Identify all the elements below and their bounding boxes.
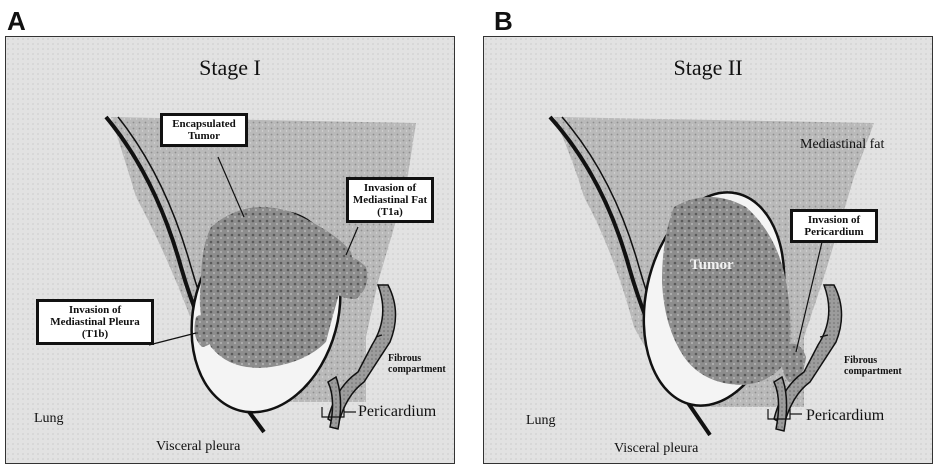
panel-b: Stage II Mediastinal fat Invasion of Per… xyxy=(483,36,933,464)
stage-title: Stage I xyxy=(6,55,454,81)
label-lung: Lung xyxy=(34,411,64,427)
panel-letter-b: B xyxy=(494,8,513,34)
stage-ii-illustration xyxy=(484,37,933,464)
callout-text: Encapsulated Tumor xyxy=(172,118,236,142)
panel-a: Stage I Encapsulated Tumor Invasion of M… xyxy=(5,36,455,464)
callout-text: Invasion of Mediastinal Fat (T1a) xyxy=(353,182,427,218)
panel-letter-a: A xyxy=(7,8,26,34)
label-lung: Lung xyxy=(526,413,556,429)
callout-text: Invasion of Mediastinal Pleura (T1b) xyxy=(50,304,140,340)
callout-invasion-pericardium: Invasion of Pericardium xyxy=(790,209,878,243)
label-pericardium: Pericardium xyxy=(806,407,884,425)
label-fibrous-compartment: Fibrous compartment xyxy=(388,353,455,375)
stage-i-illustration xyxy=(6,37,455,464)
stage-title: Stage II xyxy=(484,55,932,81)
label-tumor: Tumor xyxy=(690,257,734,274)
callout-text: Invasion of Pericardium xyxy=(804,214,863,238)
label-visceral-pleura: Visceral pleura xyxy=(156,439,240,455)
label-fibrous-compartment: Fibrous compartment xyxy=(844,355,924,377)
label-visceral-pleura: Visceral pleura xyxy=(614,441,698,457)
callout-encapsulated-tumor: Encapsulated Tumor xyxy=(160,113,248,147)
callout-invasion-pleura: Invasion of Mediastinal Pleura (T1b) xyxy=(36,299,154,345)
label-mediastinal-fat: Mediastinal fat xyxy=(800,137,884,153)
callout-invasion-fat: Invasion of Mediastinal Fat (T1a) xyxy=(346,177,434,223)
label-pericardium: Pericardium xyxy=(358,403,436,421)
